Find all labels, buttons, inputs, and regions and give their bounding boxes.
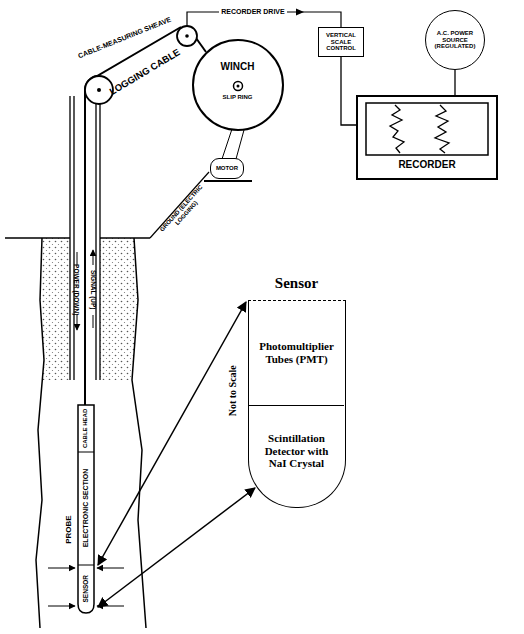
pointer-arrow [97, 568, 124, 569]
wire-connector [454, 70, 455, 95]
cement [100, 238, 138, 380]
slip-ring [234, 82, 243, 91]
signal-label: SIGNAL (UP) [89, 270, 96, 310]
node-text: MOTOR [216, 165, 238, 172]
node-text: Scintillation Detector with NaI Crystal [255, 432, 338, 470]
pulley-hub [97, 88, 101, 92]
winch-drum: WINCH SLIP RING [192, 39, 284, 131]
pointer-arrow [97, 606, 124, 607]
pointer-arrow [48, 568, 75, 569]
signal-arrow [93, 315, 94, 328]
logging-cable [196, 38, 206, 52]
control-box: VERTICAL SCALE CONTROL [318, 27, 364, 57]
leader-arrow [98, 302, 246, 565]
borehole-wall [132, 238, 146, 628]
drive-arrow [296, 9, 304, 16]
node-text: A.C. POWER SOURCE (REGULATED) [433, 30, 477, 51]
signal-arrow [93, 250, 94, 265]
scintillation-section: Scintillation Detector with NaI Crystal [249, 405, 344, 506]
drive-belt [222, 129, 244, 159]
node-text: WINCH [194, 61, 281, 73]
node-text: RECORDER [358, 159, 496, 171]
power-arrow [77, 252, 78, 265]
log-trace [435, 105, 449, 153]
part-label: CABLE HEAD [83, 408, 90, 447]
measuring-sheave [177, 26, 197, 46]
leader-arrow [98, 488, 255, 607]
pointer-arrow [48, 606, 75, 607]
motor-housing: MOTOR [210, 158, 244, 179]
probe-division [78, 452, 94, 565]
part-label: SENSOR [82, 575, 89, 602]
part-label: CABLE-MEASURING SHEAVE [77, 16, 172, 61]
log-trace [390, 105, 404, 153]
signal-label: RECORDER DRIVE [219, 8, 286, 16]
node-text: Photomultiplier Tubes (PMT) [253, 340, 340, 365]
chart-panel [366, 103, 488, 155]
wire-connector [341, 57, 356, 125]
pmt-section: Photomultiplier Tubes (PMT) [249, 301, 344, 405]
motor-base [204, 180, 252, 182]
node-text: VERTICAL SCALE CONTROL [321, 32, 361, 53]
part-label: PROBE [63, 516, 72, 544]
part-label: ELECTRONIC SECTION [82, 469, 90, 548]
node-text: Sensor [239, 275, 354, 292]
sensor-enlargement: SensorNot to ScalePhotomultiplier Tubes … [248, 300, 346, 508]
power-source-circle: A.C. POWER SOURCE (REGULATED) [425, 10, 485, 70]
probe-body [78, 405, 94, 613]
borehole-wall [36, 238, 44, 628]
signal-label: POWER (DOWN) [73, 264, 80, 315]
ground-surface [5, 237, 150, 239]
part-label: GROUND (ELECTRIC LOGGING) [157, 182, 211, 240]
node-text: Not to Scale [227, 365, 239, 416]
node-text: SLIP RING [194, 94, 281, 101]
sheave-hub [185, 34, 189, 38]
recorder-box: RECORDER [356, 95, 498, 180]
part-label: LOGGING CABLE [108, 47, 182, 98]
power-arrow [77, 315, 78, 330]
slip-ring-hub [237, 85, 240, 88]
